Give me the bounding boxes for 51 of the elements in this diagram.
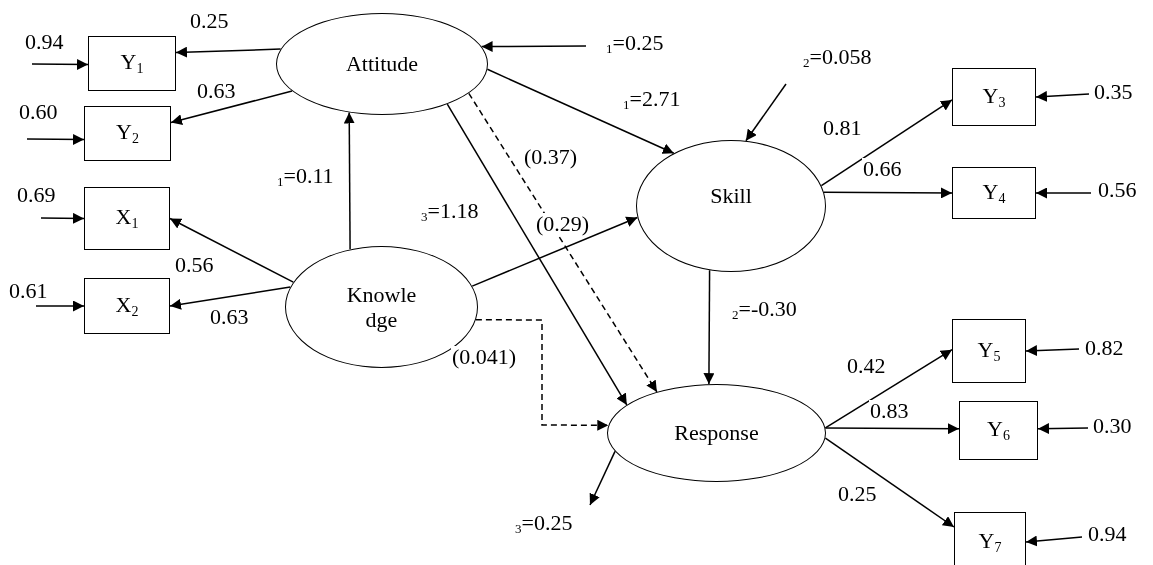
edge-label: (0.041) xyxy=(451,346,518,368)
observed-variable-box xyxy=(954,512,1026,565)
variable-name: Y$_{4}$ xyxy=(982,178,1006,208)
arrow xyxy=(486,68,675,155)
arrow xyxy=(170,90,293,126)
arrow xyxy=(480,41,587,53)
variable-name: Y$_{6}$ xyxy=(987,416,1010,445)
variable-name: Skill xyxy=(710,183,752,209)
arrow xyxy=(471,216,639,287)
dashed-arrow xyxy=(468,92,658,393)
arrow xyxy=(1035,90,1090,102)
variable-name: X$_{1}$ xyxy=(115,204,139,233)
variable-name: Response xyxy=(674,420,759,446)
arrow xyxy=(1037,423,1089,435)
observed-variable-box xyxy=(84,278,170,334)
arrow xyxy=(446,103,628,406)
arrow xyxy=(26,134,85,145)
observed-variable-box xyxy=(952,319,1026,383)
arrow xyxy=(175,46,282,58)
observed-variable-box xyxy=(84,106,171,161)
arrow xyxy=(824,437,955,528)
variable-name: Knowle dge xyxy=(345,281,418,333)
arrow xyxy=(35,300,85,312)
dashed-arrow xyxy=(475,318,610,431)
variable-name: Attitude xyxy=(345,51,419,77)
arrow xyxy=(824,423,960,435)
variable-name: Y$_{2}$ xyxy=(116,119,139,148)
arrow xyxy=(824,348,953,429)
observed-variable-box xyxy=(952,167,1036,219)
variable-name: Y$_{7}$ xyxy=(978,527,1002,557)
observed-variable-box xyxy=(952,68,1036,126)
arrow xyxy=(820,99,953,187)
edge-label: (0.37) xyxy=(523,146,579,168)
observed-variable-box xyxy=(959,401,1038,460)
variable-name: Y$_{5}$ xyxy=(977,336,1001,366)
arrow xyxy=(823,187,953,199)
arrow xyxy=(589,450,616,506)
variable-name: Y$_{1}$ xyxy=(120,49,144,78)
arrow xyxy=(745,83,787,142)
arrow xyxy=(169,217,295,283)
arrow xyxy=(1035,187,1092,199)
arrow xyxy=(1025,535,1083,547)
edge-label: (0.29) xyxy=(535,213,591,235)
observed-variable-box xyxy=(88,36,176,91)
variable-name: Y$_{3}$ xyxy=(982,82,1006,112)
observed-variable-box xyxy=(84,187,170,250)
arrow xyxy=(31,59,89,70)
arrow xyxy=(1025,345,1080,357)
variable-name: X$_{2}$ xyxy=(115,291,139,321)
arrow xyxy=(343,111,355,251)
arrow xyxy=(40,212,85,224)
